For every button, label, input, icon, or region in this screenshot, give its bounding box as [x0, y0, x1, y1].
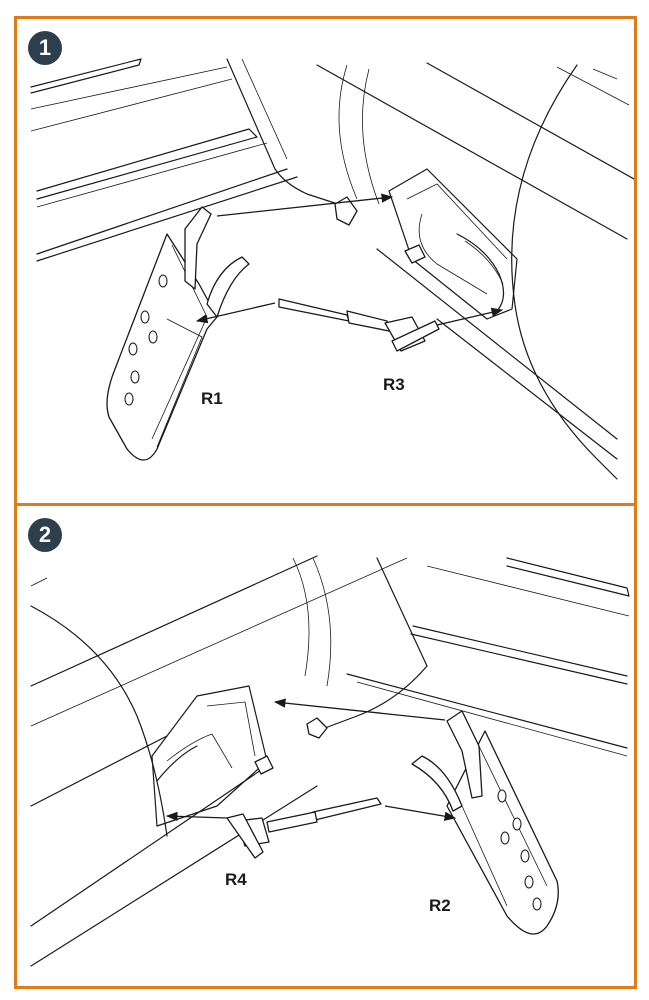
assembly-arrows — [195, 193, 504, 326]
nacelle-body — [30, 555, 428, 967]
wing-surface — [30, 58, 298, 262]
part-r4-strut — [226, 797, 382, 859]
wheel-bay — [334, 168, 518, 320]
part-label-r3: R3 — [383, 375, 405, 394]
part-label-r4: R4 — [225, 870, 247, 889]
wheel-bay — [151, 685, 328, 827]
part-r1-door — [106, 206, 250, 461]
step-2-illustration — [30, 555, 630, 967]
part-label-r1: R1 — [201, 389, 223, 408]
part-label-r2: R2 — [429, 896, 451, 915]
assembly-arrows — [165, 698, 457, 822]
wing-surface — [316, 557, 630, 757]
step-1-illustration — [30, 58, 634, 480]
step-2-panel: 2 R4 R2 — [14, 503, 637, 989]
step-number-badge: 2 — [28, 518, 62, 552]
part-r2-door — [411, 710, 559, 935]
step-number-badge: 1 — [28, 31, 62, 65]
part-r3-strut — [278, 298, 440, 352]
step-1-panel: 1 R1 R3 — [14, 16, 637, 506]
nacelle-body — [226, 58, 634, 480]
